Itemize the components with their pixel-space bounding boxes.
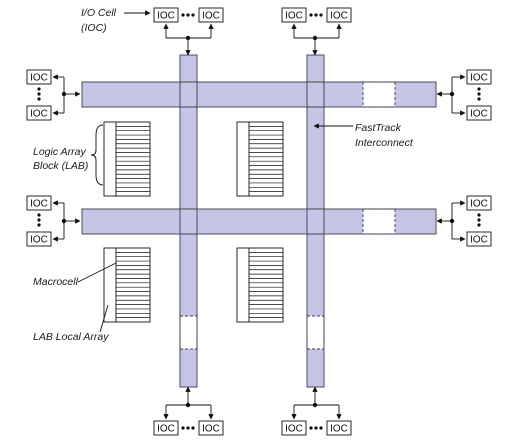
ioc-label: IOC	[285, 11, 303, 22]
ellipsis-dots	[181, 13, 195, 17]
ioc-label: IOC	[470, 199, 488, 210]
ioc-box: IOC	[466, 231, 492, 247]
junction-dot	[61, 91, 67, 97]
ioc-box: IOC	[466, 105, 492, 121]
io-cell-label: I/O Cell	[81, 7, 117, 19]
io-cell-abbr-label: (IOC)	[81, 22, 107, 34]
ioc-box: IOC	[198, 420, 224, 436]
ioc-label: IOC	[470, 235, 488, 246]
lab-block	[103, 247, 151, 323]
ellipsis-dots	[477, 213, 481, 227]
junction-dot	[185, 402, 191, 408]
junction-dot	[449, 91, 455, 97]
ioc-label: IOC	[330, 424, 348, 435]
ellipsis-dots	[477, 87, 481, 101]
lab-block	[236, 247, 284, 323]
lab-block	[103, 121, 151, 197]
fasttrack-label: FastTrack	[355, 122, 402, 134]
ioc-label: IOC	[285, 424, 303, 435]
ioc-label: IOC	[470, 109, 488, 120]
ioc-label: IOC	[157, 11, 175, 22]
ioc-box: IOC	[198, 7, 224, 23]
ioc-label: IOC	[30, 199, 48, 210]
ioc-box: IOC	[326, 420, 352, 436]
ioc-box: IOC	[26, 69, 52, 85]
ioc-box: IOC	[281, 420, 307, 436]
ioc-box: IOC	[326, 7, 352, 23]
ioc-box: IOC	[26, 195, 52, 211]
junction-dot	[185, 35, 191, 41]
lab-local-array-pointer	[99, 304, 109, 333]
ellipsis-dots	[309, 426, 323, 430]
horizontal-interconnect-2	[81, 208, 437, 235]
ioc-box: IOC	[281, 7, 307, 23]
macrocell-pointer	[77, 262, 117, 283]
junction-dot	[449, 218, 455, 224]
ioc-label: IOC	[330, 11, 348, 22]
interconnect-label: Interconnect	[355, 137, 414, 149]
ioc-label: IOC	[202, 424, 220, 435]
ioc-box: IOC	[466, 69, 492, 85]
ellipsis-dots	[309, 13, 323, 17]
ellipsis-dots	[37, 87, 41, 101]
ellipsis-dots	[37, 213, 41, 227]
ioc-box: IOC	[26, 231, 52, 247]
lab-block	[236, 121, 284, 197]
lab-label-line1: Logic Array	[33, 146, 86, 158]
ioc-label: IOC	[202, 11, 220, 22]
lab-local-array-label: LAB Local Array	[33, 331, 109, 343]
macrocell-label: Macrocell	[33, 276, 79, 288]
junction-dot	[312, 402, 318, 408]
ioc-box: IOC	[153, 7, 179, 23]
lab-label-line2: Block (LAB)	[33, 160, 88, 172]
junction-dot	[312, 35, 318, 41]
ellipsis-dots	[181, 426, 195, 430]
lab-brace	[90, 124, 104, 186]
ioc-label: IOC	[30, 109, 48, 120]
ioc-label: IOC	[30, 235, 48, 246]
ioc-box: IOC	[153, 420, 179, 436]
ioc-box: IOC	[466, 195, 492, 211]
ioc-label: IOC	[470, 73, 488, 84]
ioc-label: IOC	[30, 73, 48, 84]
horizontal-interconnect-1	[81, 81, 437, 108]
ioc-box: IOC	[26, 105, 52, 121]
ioc-label: IOC	[157, 424, 175, 435]
junction-dot	[61, 218, 67, 224]
